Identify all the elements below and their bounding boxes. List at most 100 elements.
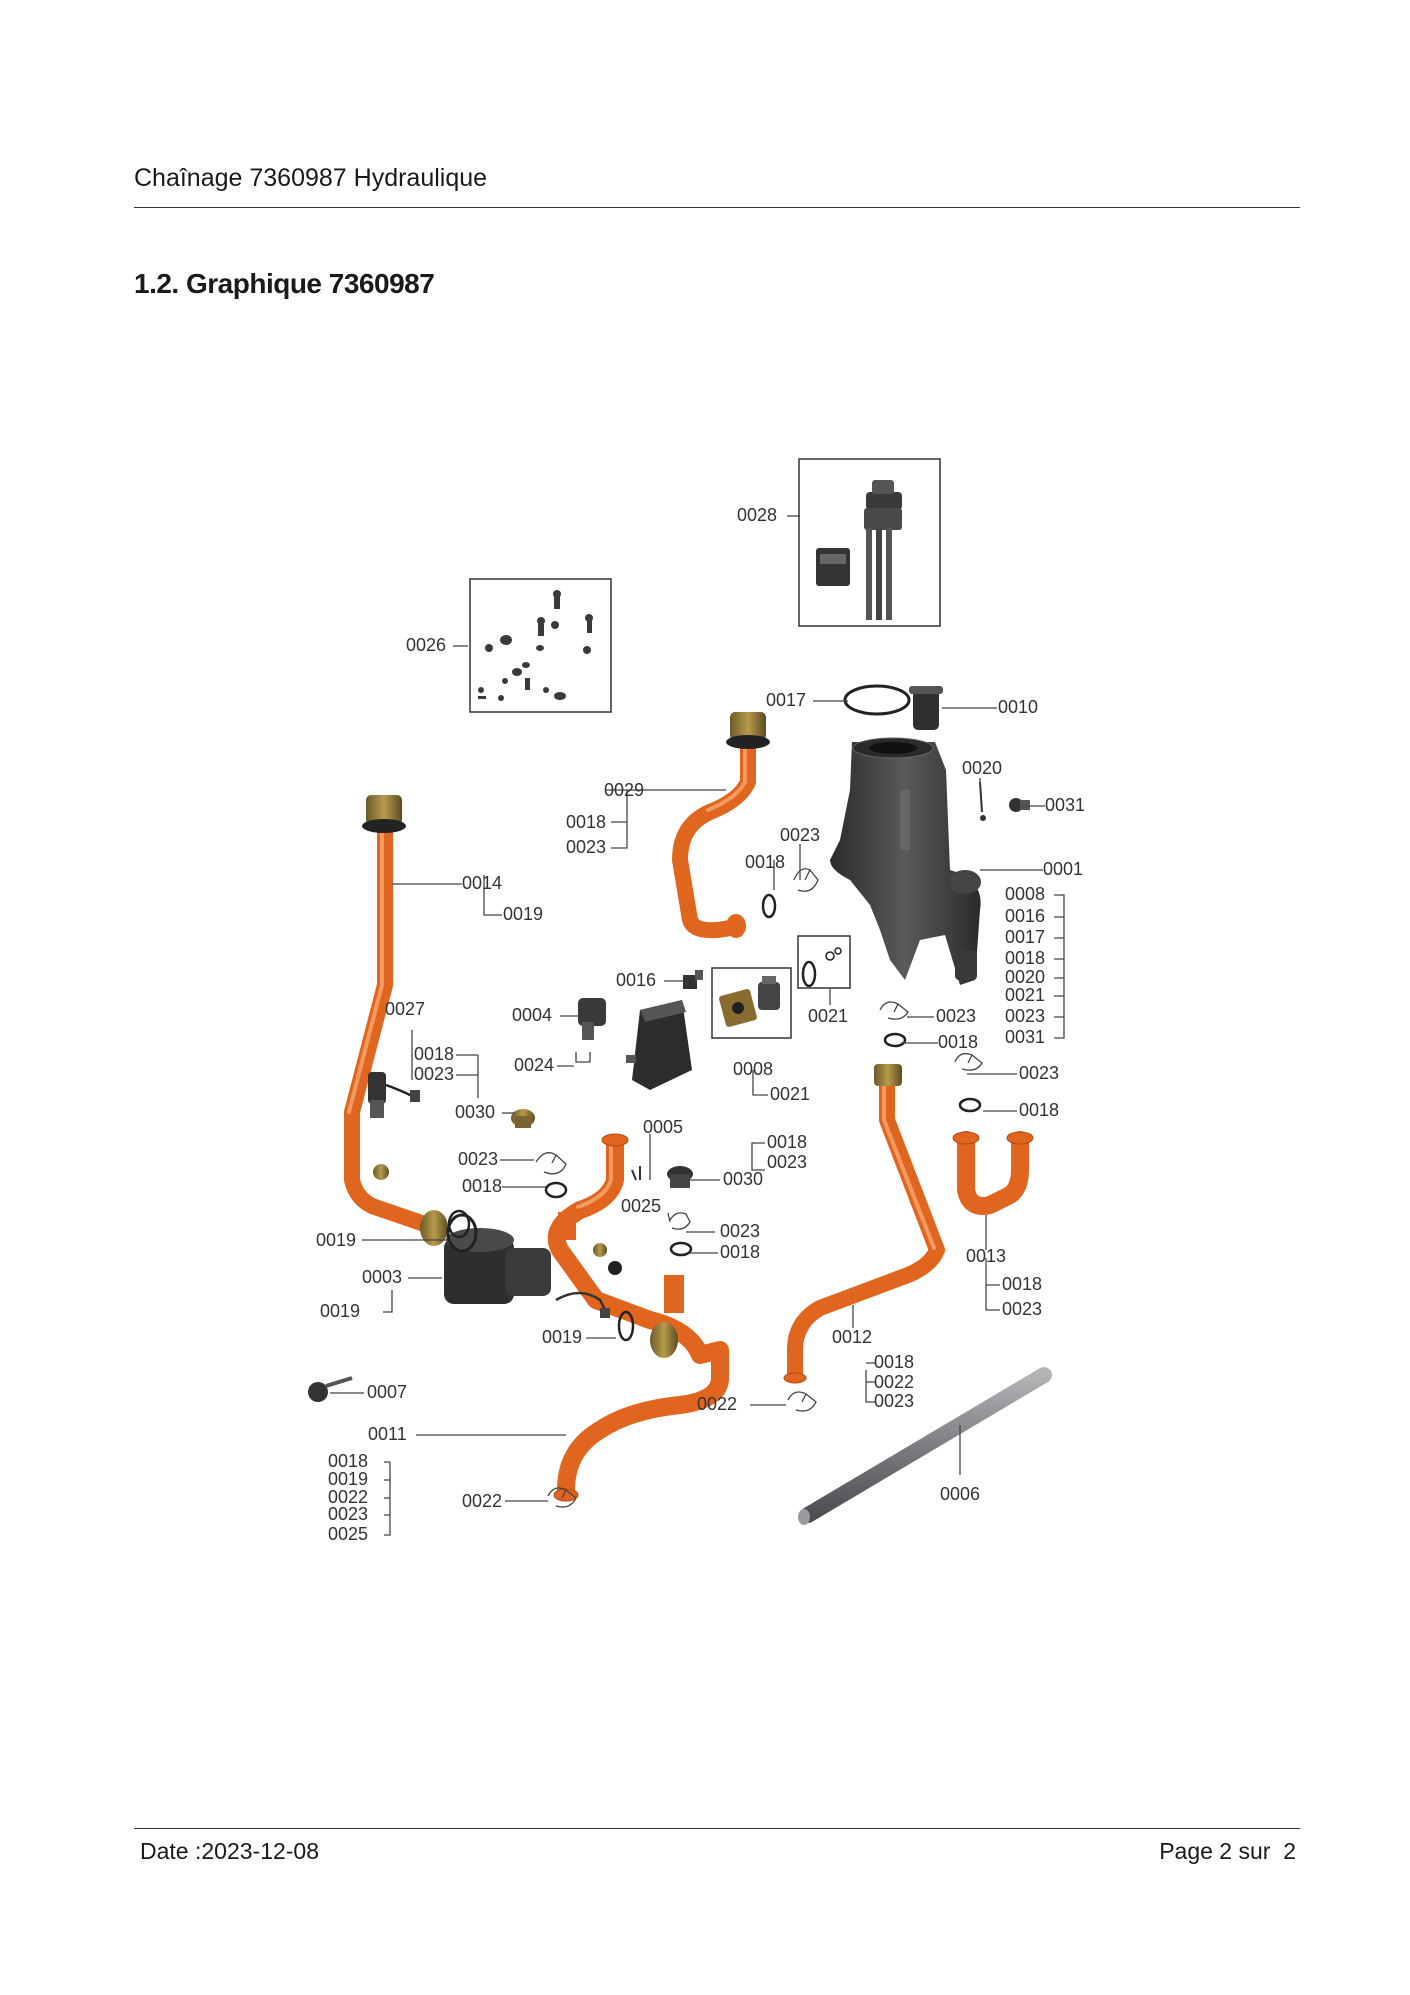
clip-0023-e bbox=[535, 1152, 567, 1175]
clip-0023-h bbox=[669, 1212, 691, 1230]
label-0028: 0028 bbox=[737, 505, 777, 525]
label-0023k: 0023 bbox=[328, 1504, 368, 1524]
label-0010: 0010 bbox=[998, 697, 1038, 717]
label-0025: 0025 bbox=[621, 1196, 661, 1216]
cable-0019 bbox=[555, 1291, 610, 1318]
label-0024: 0024 bbox=[514, 1055, 554, 1075]
plug-0030b bbox=[667, 1166, 693, 1188]
oring-0018-c bbox=[883, 1032, 907, 1048]
label-0018h: 0018 bbox=[720, 1242, 760, 1262]
label-0017: 0017 bbox=[766, 690, 806, 710]
label-0023c: 0023 bbox=[936, 1006, 976, 1026]
label-0018a: 0018 bbox=[566, 812, 606, 832]
label-0018d: 0018 bbox=[414, 1044, 454, 1064]
label-0006: 0006 bbox=[940, 1484, 980, 1504]
kit-0008-box bbox=[711, 967, 792, 1039]
clip-0025 bbox=[631, 1166, 641, 1181]
label-0023i: 0023 bbox=[1002, 1299, 1042, 1319]
label-0008-stack: 0008 bbox=[1005, 884, 1045, 904]
footer-page-number: Page 2 sur 2 bbox=[1159, 1838, 1296, 1864]
label-0012: 0012 bbox=[832, 1327, 872, 1347]
label-0020: 0020 bbox=[962, 758, 1002, 778]
footer-divider bbox=[134, 1828, 1300, 1829]
part-number-labels: 0028 0026 0017 0010 0020 0031 0029 0018 … bbox=[316, 505, 1085, 1544]
label-0023-stack: 0023 bbox=[1005, 1006, 1045, 1026]
label-0019d: 0019 bbox=[542, 1327, 582, 1347]
oring-0021 bbox=[801, 960, 817, 988]
filter-0010 bbox=[909, 686, 943, 730]
label-0030: 0030 bbox=[455, 1102, 495, 1122]
kit-0021-box bbox=[797, 935, 851, 989]
pipe-0013 bbox=[952, 1131, 1034, 1215]
label-0023a: 0023 bbox=[566, 837, 606, 857]
label-0026: 0026 bbox=[406, 635, 446, 655]
footer-date: Date :2023-12-08 bbox=[140, 1838, 320, 1864]
label-0018i: 0018 bbox=[1002, 1274, 1042, 1294]
label-0013: 0013 bbox=[966, 1246, 1006, 1266]
oring-0018-top bbox=[761, 893, 777, 919]
label-0018g: 0018 bbox=[767, 1132, 807, 1152]
clip-0022-b bbox=[547, 1487, 577, 1508]
sensor-0007 bbox=[308, 1376, 353, 1402]
kit-0028-box bbox=[798, 458, 941, 627]
label-0018k: 0018 bbox=[328, 1451, 368, 1471]
sensor-0027 bbox=[368, 1072, 420, 1118]
document-header-title: Chaînage 7360987 Hydraulique bbox=[134, 164, 488, 192]
heating-element-0028 bbox=[816, 480, 902, 620]
clip-0024 bbox=[575, 1052, 591, 1063]
label-0023j: 0023 bbox=[874, 1391, 914, 1411]
clip-0023-c bbox=[879, 1001, 909, 1020]
label-0003: 0003 bbox=[362, 1267, 402, 1287]
label-0021-stack: 0021 bbox=[1005, 985, 1045, 1005]
label-0020-stack: 0020 bbox=[1005, 967, 1045, 987]
label-0018f: 0018 bbox=[462, 1176, 502, 1196]
label-0023d: 0023 bbox=[414, 1064, 454, 1084]
oring-0017 bbox=[843, 684, 911, 716]
label-0022k: 0022 bbox=[328, 1487, 368, 1507]
label-0016-stack: 0016 bbox=[1005, 906, 1045, 926]
label-0001: 0001 bbox=[1043, 859, 1083, 879]
label-0029: 0029 bbox=[604, 780, 644, 800]
label-0030b: 0030 bbox=[723, 1169, 763, 1189]
plug-0030 bbox=[511, 1109, 535, 1128]
label-0022a: 0022 bbox=[697, 1394, 737, 1414]
label-0016: 0016 bbox=[616, 970, 656, 990]
plug-0031 bbox=[1009, 798, 1030, 812]
pipe-0014 bbox=[344, 795, 448, 1246]
label-0021b: 0021 bbox=[770, 1084, 810, 1104]
rod-0006 bbox=[798, 1367, 1052, 1525]
label-0018e: 0018 bbox=[1019, 1100, 1059, 1120]
label-0007: 0007 bbox=[367, 1382, 407, 1402]
hydraulic-block-0001 bbox=[830, 737, 981, 985]
label-0018b: 0018 bbox=[745, 852, 785, 872]
label-0023b: 0023 bbox=[780, 825, 820, 845]
label-0031: 0031 bbox=[1045, 795, 1085, 815]
section-title: 1.2. Graphique 7360987 bbox=[134, 268, 435, 299]
label-0018c: 0018 bbox=[938, 1032, 978, 1052]
label-0031-stack: 0031 bbox=[1005, 1027, 1045, 1047]
label-0023h: 0023 bbox=[720, 1221, 760, 1241]
label-0019b: 0019 bbox=[316, 1230, 356, 1250]
leader-lines bbox=[330, 515, 1065, 1536]
pump-0003 bbox=[444, 1213, 551, 1304]
fitting-0016 bbox=[683, 970, 703, 989]
clip-0022-a bbox=[787, 1391, 817, 1412]
oring-0018-h bbox=[669, 1241, 693, 1257]
label-0008: 0008 bbox=[733, 1059, 773, 1079]
oring-0019-b bbox=[447, 1209, 471, 1239]
valve-kit-0008 bbox=[719, 976, 780, 1027]
label-0017-stack: 0017 bbox=[1005, 927, 1045, 947]
label-0019c: 0019 bbox=[320, 1301, 360, 1321]
label-0005: 0005 bbox=[643, 1117, 683, 1137]
label-0023f: 0023 bbox=[458, 1149, 498, 1169]
pipe-0029 bbox=[672, 712, 770, 939]
oring-0018-e bbox=[544, 1181, 568, 1199]
oring-0019-d bbox=[617, 1310, 635, 1342]
label-0018j: 0018 bbox=[874, 1352, 914, 1372]
label-0014: 0014 bbox=[462, 873, 502, 893]
label-0022b: 0022 bbox=[462, 1491, 502, 1511]
pipe-0012 bbox=[783, 1064, 945, 1384]
hardware-kit-0026 bbox=[478, 590, 593, 701]
header-divider bbox=[134, 207, 1300, 208]
